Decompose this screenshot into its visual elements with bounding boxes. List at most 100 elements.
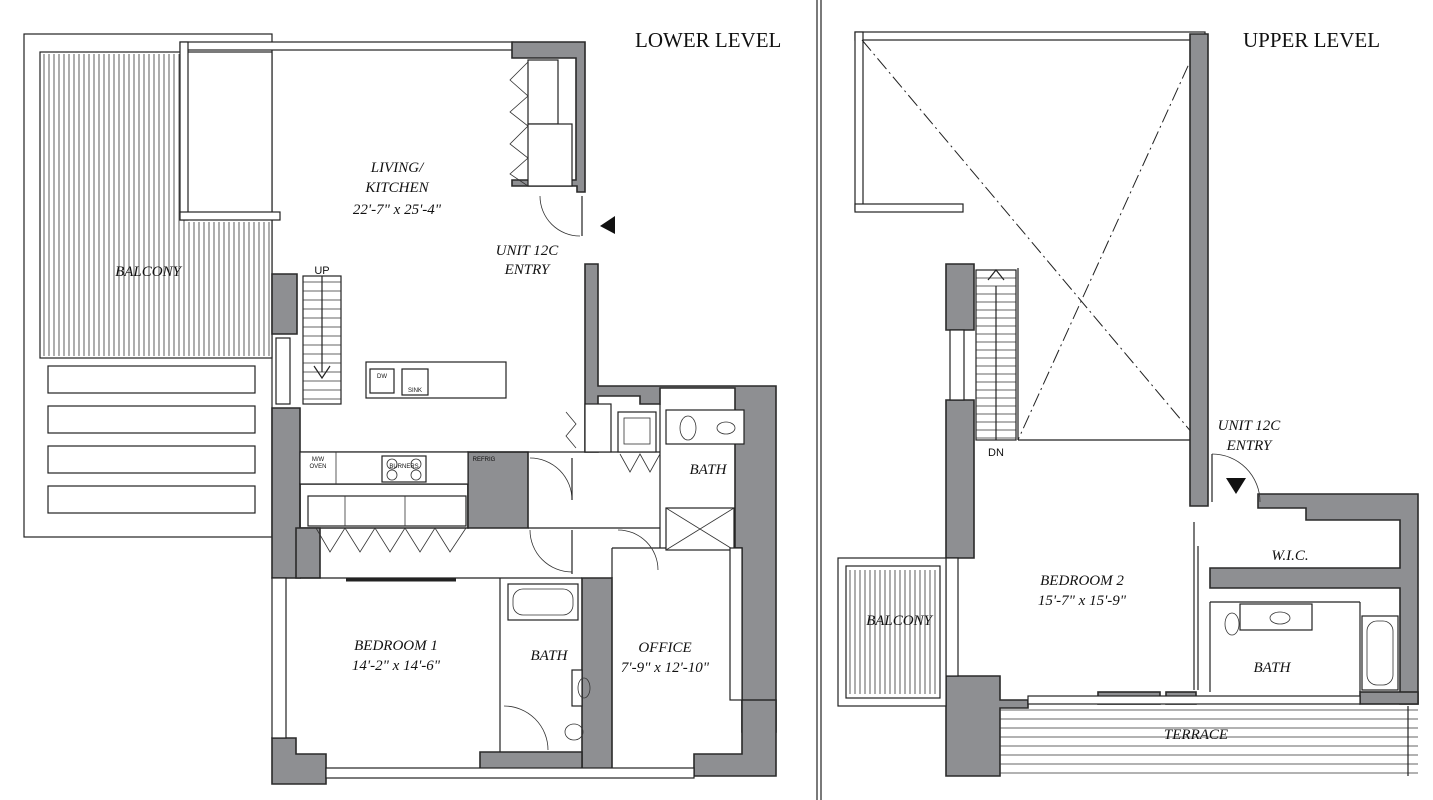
wall-bath-bottom [479, 751, 583, 771]
upper-wall-sw [945, 675, 1029, 777]
entry-door-swing [539, 195, 581, 237]
upper-bathtub [1361, 615, 1399, 691]
bath-door-swing [503, 705, 549, 751]
door-swing [617, 529, 659, 571]
upper-window-left [854, 31, 864, 211]
burner [386, 458, 398, 470]
pantry-lower [527, 123, 573, 187]
planter [47, 445, 256, 474]
refrig-label: REFRIG [473, 457, 496, 463]
upper-balcony-label: BALCONY [866, 613, 934, 629]
upper-wall-west-stair [945, 263, 975, 331]
pantry-upper [527, 59, 559, 125]
closet-entry [584, 403, 612, 453]
bedroom1-dims: 14'-2" x 14'-6" [352, 658, 441, 674]
wardrobe-doors [315, 527, 467, 553]
living-label: LIVING/ [370, 160, 425, 176]
balcony-deck-hatch [43, 54, 270, 356]
wall-east-upper [511, 41, 586, 193]
upper-entry-label-2: ENTRY [1226, 438, 1273, 454]
bedroom2-dims: 15'-7" x 15'-9" [1038, 593, 1127, 609]
window-wall-mid [179, 211, 281, 221]
oven-label: OVEN [309, 464, 326, 470]
terrace-decking [1000, 709, 1418, 774]
office-dims: 7'-9" x 12'-10" [621, 660, 710, 676]
upper-vanity [1239, 603, 1313, 631]
vanity [571, 669, 583, 707]
shower-x [665, 507, 735, 551]
range-label: BURNERS [389, 464, 418, 470]
upper-entry-door-swing [1211, 453, 1261, 503]
stair-window [275, 337, 291, 405]
window-east-office [729, 547, 743, 701]
upper-level-title: UPPER LEVEL [1243, 28, 1380, 52]
open-to-below-x [1017, 43, 1199, 441]
window-south [325, 767, 695, 779]
planter [47, 485, 256, 514]
window-wall-top [179, 41, 514, 51]
sink [401, 368, 429, 396]
wall-sw-corner [271, 737, 327, 785]
upper-balcony-hatch [849, 570, 936, 694]
bedroom2-label: BEDROOM 2 [1040, 573, 1124, 589]
entry-label-2: ENTRY [504, 262, 551, 278]
wall-bath-core [581, 577, 613, 771]
upper-balcony-deck [845, 565, 941, 699]
lower-level: LOWER LEVEL LIVING/ KITCHEN 22'-7" x 25'… [23, 28, 781, 785]
laundry-doors [619, 453, 661, 473]
upper-level: UPPER LEVEL UNIT 12C ENTRY W.I.C. BEDROO… [837, 28, 1419, 777]
burner [386, 469, 398, 481]
basin [577, 677, 591, 699]
window-wall-left [179, 41, 189, 221]
stair-dn-label: DN [988, 447, 1004, 459]
bedroom1-label: BEDROOM 1 [354, 638, 438, 654]
toilet [679, 415, 697, 441]
terrace-label: TERRACE [1164, 727, 1228, 743]
office-label: OFFICE [638, 640, 691, 656]
upper-stair-window [949, 329, 965, 401]
living-label-2: KITCHEN [364, 180, 429, 196]
stair-arrow-down [987, 269, 1005, 440]
lower-balcony-label: BALCONY [115, 264, 183, 280]
upper-window-south [1027, 695, 1361, 705]
upper-toilet [1224, 612, 1240, 636]
burner [410, 458, 422, 470]
upper-entry-arrow [1226, 478, 1246, 494]
dw-label: DW [377, 374, 387, 380]
stair-arrow [313, 276, 331, 380]
wall-east-lower [693, 699, 777, 777]
upper-wall-west [945, 399, 975, 559]
wall-bed-divider [295, 527, 321, 579]
sink-label: SINK [408, 388, 422, 394]
mw-label: M/W [312, 457, 325, 463]
living-dims: 22'-7" x 25'-4" [353, 202, 442, 218]
half-bath-label: BATH [690, 462, 728, 478]
wic-label: W.I.C. [1271, 548, 1308, 564]
entry-label: UNIT 12C [496, 243, 560, 259]
pantry-doors [509, 61, 529, 187]
upper-basin [1269, 611, 1291, 625]
stair-up-label: UP [314, 265, 329, 277]
upper-wall-stub [1359, 691, 1419, 705]
upper-bathtub-inner [1366, 620, 1394, 686]
range [381, 455, 427, 483]
washer-inner [623, 417, 651, 445]
upper-window-mid [854, 203, 964, 213]
door-swing [529, 529, 573, 573]
bathtub-inner [512, 588, 574, 616]
lower-balcony-deck [39, 51, 273, 359]
planter [47, 405, 256, 434]
toilet [564, 723, 584, 741]
bath-label: BATH [531, 648, 569, 664]
upper-wall-east [1189, 33, 1209, 507]
upper-bath-label: BATH [1254, 660, 1292, 676]
wardrobe [307, 495, 467, 527]
door-swing [529, 457, 573, 501]
half-bath-fixtures [665, 409, 745, 445]
upper-window-top [854, 31, 1206, 41]
wall-stair-left [271, 273, 298, 335]
entry-arrow [600, 216, 615, 234]
burner [410, 469, 422, 481]
dishwasher [369, 368, 395, 394]
